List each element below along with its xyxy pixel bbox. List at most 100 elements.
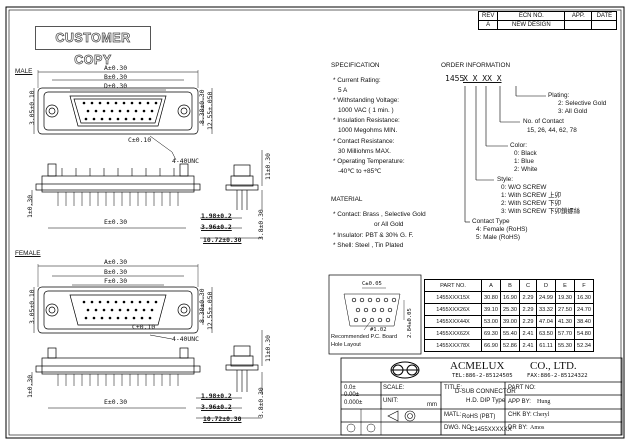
part-cell: 1455XXX78X — [424, 339, 482, 352]
female-dim-b: B±0.30 — [104, 268, 128, 276]
female-label: FEMALE — [15, 250, 41, 257]
part-cell: 24.99 — [536, 291, 556, 304]
male-dim-e: E±0.30 — [104, 218, 128, 226]
female-dim-v1: 3.05±0.10 — [28, 289, 36, 324]
order-contact-type-5: 5: Male (RoHS) — [476, 234, 521, 241]
rev-cell-app — [564, 20, 593, 30]
part-cell: 1455XXX44X — [424, 315, 482, 328]
order-color-0: 0: Black — [514, 150, 537, 157]
female-dim-f: F±0.30 — [104, 277, 128, 285]
title-line-1: D-SUB CONNECTOR — [455, 388, 516, 395]
female-dim-v3: 12.55±.050 — [206, 291, 214, 330]
dwg-label: DWG. NO. — [444, 425, 473, 431]
part-cell: 24.70 — [574, 303, 594, 316]
female-bottom-view — [31, 347, 201, 409]
title-line-2: H.D. DIP Type — [466, 397, 506, 404]
rev-header-rev: REV — [477, 11, 499, 21]
company-tel: TEL:886-2-85124505 — [452, 373, 513, 379]
part-cell: 52.34 — [574, 339, 594, 352]
order-style-1: 1: With SCREW 上卯 — [501, 192, 562, 199]
part-cell: 55.40 — [500, 327, 520, 340]
material-line-4: * Shell: Steel , Tin Plated — [333, 242, 404, 249]
order-contacts-values: 15, 26, 44, 62, 78 — [527, 127, 577, 134]
projection-symbol — [387, 410, 416, 422]
part-cell: 16.90 — [500, 291, 520, 304]
unit-label: UNIT: — [383, 398, 398, 404]
scale-label: SCALE: — [383, 385, 405, 391]
rev-header-app: APP. — [564, 11, 593, 21]
part-cell: 66.90 — [481, 339, 501, 352]
male-dim-v4: 1±0.30 — [26, 194, 34, 218]
dwg-value: C1455XXXXXX — [470, 427, 512, 433]
pcb-dim-side: 2.84±0.05 — [407, 308, 413, 338]
part-table-header: PART NO. A B C D E F — [424, 279, 594, 292]
part-cell: 27.50 — [555, 303, 575, 316]
part-header: A — [481, 279, 501, 292]
order-contact-type-4: 4: Female (RoHS) — [476, 226, 528, 233]
chk-value: Cheryl — [533, 412, 550, 418]
part-cell: 69.30 — [481, 327, 501, 340]
order-code-prefix: 1455 — [445, 74, 465, 83]
female-front-view — [33, 264, 213, 340]
male-side-view — [200, 150, 263, 239]
spec-value-2: 1000 VAC ( 1 min. ) — [338, 107, 394, 114]
part-cell: 16.30 — [574, 291, 594, 304]
tol-2: 0.00± — [344, 392, 359, 398]
spec-value-3: 1000 Megohms MIN. — [338, 127, 398, 134]
male-front-view — [33, 70, 213, 161]
part-header: B — [500, 279, 520, 292]
female-dim-s2: 3.8±0.30 — [257, 387, 265, 418]
customer-copy-stamp: CUSTOMER COPY — [35, 26, 151, 67]
chk-label: CHK BY: — [508, 412, 532, 418]
tol-3: 0.000± — [344, 400, 363, 406]
spec-value-1: 5 A — [338, 87, 348, 94]
matl-value: RoHS (PBT) — [462, 414, 496, 420]
part-cell: 1455XXX26X — [424, 303, 482, 316]
order-code-x: X X XX X — [463, 74, 502, 83]
part-header: C — [519, 279, 537, 292]
part-header: E — [555, 279, 575, 292]
male-dim-d: D±0.30 — [104, 82, 128, 90]
part-cell: 52.86 — [500, 339, 520, 352]
unit-value: mm — [427, 402, 437, 408]
male-dim-h3: 10.72±0.30 — [203, 236, 242, 244]
part-cell: 55.30 — [555, 339, 575, 352]
male-dim-h2: 3.96±0.2 — [201, 223, 232, 231]
part-cell: 47.04 — [536, 315, 556, 328]
pcb-dim-top: C±0.05 — [362, 281, 382, 287]
app-label: APP BY: — [508, 399, 531, 405]
title-block-frame — [340, 357, 623, 436]
rev-header-date: DATE — [591, 11, 618, 21]
pcb-caption-2: Hole Layout — [331, 342, 361, 348]
part-cell: 38.40 — [574, 315, 594, 328]
part-cell: 2.41 — [519, 327, 537, 340]
part-cell: 2.41 — [519, 339, 537, 352]
order-code-leaders — [464, 86, 546, 223]
order-style-0: 0: W/O SCREW — [501, 184, 547, 191]
rev-cell-rev: A — [477, 20, 499, 30]
part-cell: 39.10 — [481, 303, 501, 316]
spec-label-2: * Withstanding Voltage: — [333, 97, 400, 104]
part-cell: 2.29 — [519, 291, 537, 304]
tol-1: 0.0± — [344, 385, 356, 391]
part-cell: 57.70 — [555, 327, 575, 340]
order-color-2: 2: White — [514, 166, 538, 173]
part-cell: 61.11 — [536, 339, 556, 352]
title-label: TITLE: — [444, 385, 463, 391]
female-dim-v2: 8.38±0.30 — [198, 288, 206, 323]
company-logo — [390, 361, 420, 379]
spec-label-4: * Contact Resistance: — [333, 138, 395, 145]
part-no-label: PART NO: — [508, 385, 536, 391]
spec-label-5: * Operating Temperature: — [333, 158, 405, 165]
part-cell: 53.00 — [481, 315, 501, 328]
rev-cell-date — [591, 20, 618, 30]
male-dim-v1: 3.05±0.10 — [28, 90, 36, 125]
female-dim-h1: 1.98±0.2 — [201, 392, 232, 400]
part-header: F — [574, 279, 594, 292]
company-suffix: CO., LTD. — [530, 360, 577, 372]
